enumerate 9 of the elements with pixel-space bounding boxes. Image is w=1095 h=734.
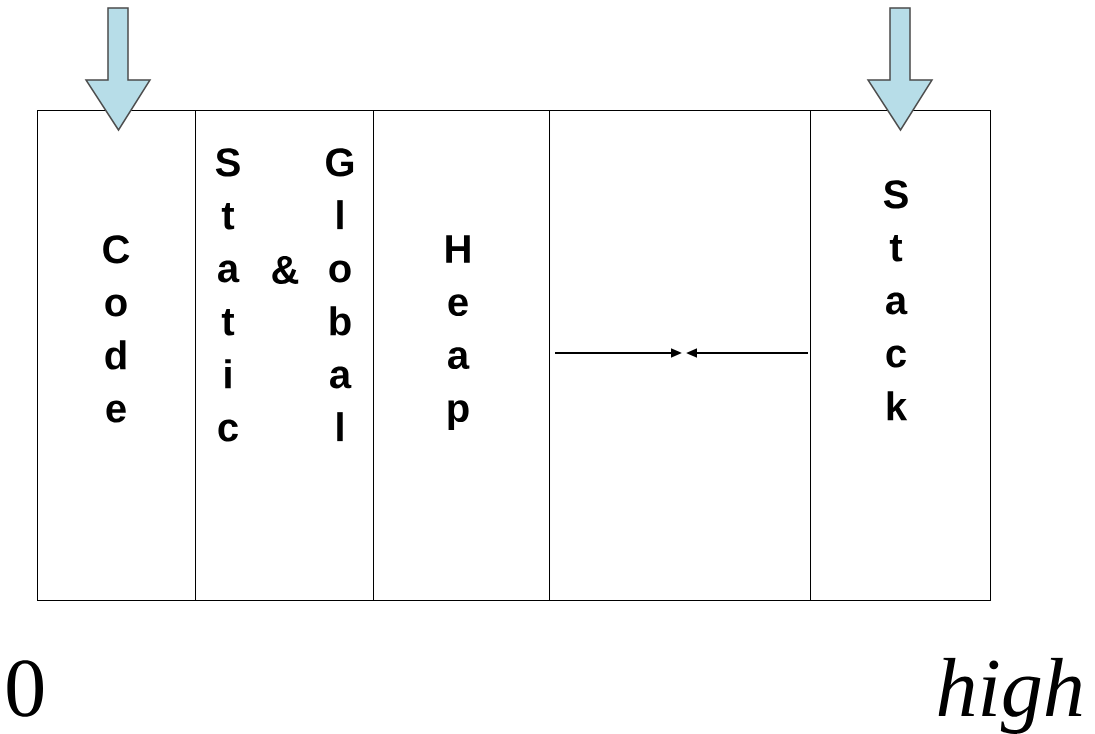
block-arrow (84, 7, 152, 132)
address-label: high (938, 657, 1082, 734)
memory-segment (549, 110, 811, 601)
memory-segment: Heap (373, 110, 550, 601)
block-arrow (866, 7, 934, 132)
memory-segment: Stack (810, 110, 991, 601)
memory-segment: Code (37, 110, 196, 601)
memory-segment: Static & Global (195, 110, 374, 601)
address-label: 0 (7, 660, 43, 717)
